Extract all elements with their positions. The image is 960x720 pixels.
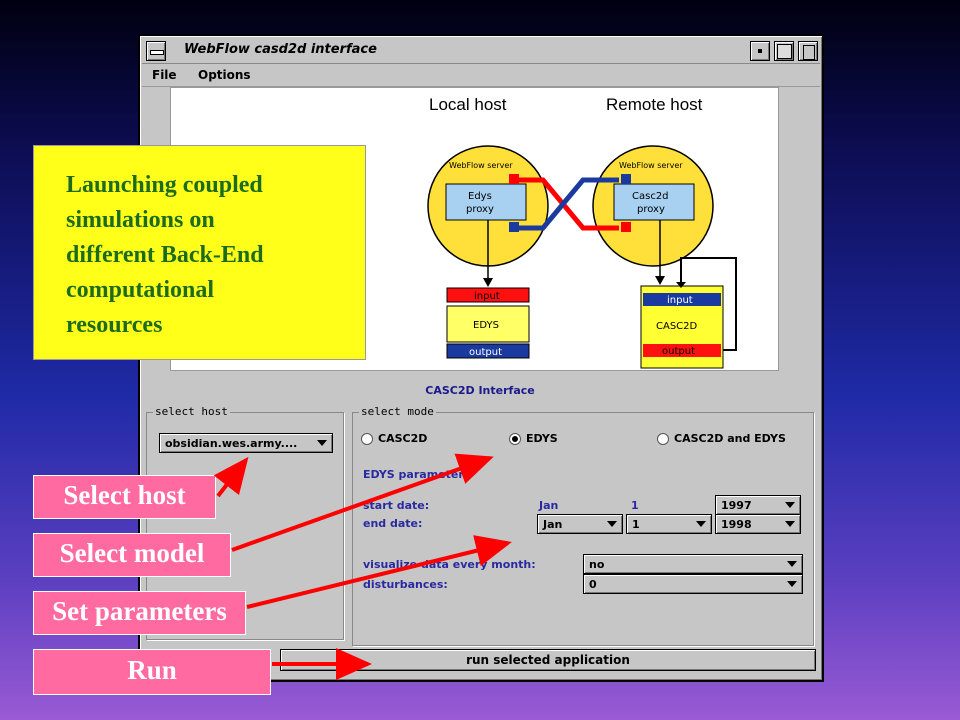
start-month-value: Jan [539, 499, 559, 512]
radio-edys-label: EDYS [526, 432, 558, 445]
start-day-value: 1 [631, 499, 639, 512]
start-year-value: 1997 [721, 499, 752, 512]
casc2d-input-label: input [667, 295, 693, 306]
local-host-heading: Local host [429, 95, 507, 114]
radio-edys-dot[interactable] [509, 432, 521, 445]
radio-both-label: CASC2D and EDYS [674, 432, 786, 445]
note-line-1: Launching coupled [66, 172, 263, 198]
note-line-2: simulations on [66, 207, 215, 233]
port-local-red [509, 174, 519, 184]
edys-proxy-label-2: proxy [466, 204, 494, 215]
edys-model-box [446, 305, 530, 343]
edys-input-label: input [474, 291, 500, 302]
edys-proxy-box [445, 183, 527, 221]
port-local-blue [509, 222, 519, 232]
edys-output-bar [446, 343, 530, 359]
maximize-button[interactable] [774, 41, 794, 61]
window-menu-button[interactable] [146, 41, 166, 61]
chevron-down-icon [787, 561, 797, 567]
menu-file[interactable]: File [152, 68, 177, 82]
visualize-label: visualize data every month: [363, 558, 536, 571]
radio-edys[interactable]: EDYS [509, 432, 558, 445]
chevron-down-icon [787, 581, 797, 587]
feedback-loop [680, 257, 737, 351]
chevron-down-icon [785, 502, 795, 508]
chevron-down-icon [785, 521, 795, 527]
port-remote-blue [621, 174, 631, 184]
callout-select-host: Select host [33, 475, 216, 519]
start-date-label: start date: [363, 499, 430, 512]
minimize-button[interactable] [750, 41, 770, 61]
visualize-value: no [589, 558, 605, 571]
description-note: Launching coupled simulations on differe… [33, 145, 366, 360]
port-remote-red [621, 222, 631, 232]
title-bar[interactable]: WebFlow casd2d interface [142, 38, 820, 64]
host-value: obsidian.wes.army.... [165, 437, 298, 450]
end-day-dropdown[interactable]: 1 [626, 514, 712, 534]
callout-run: Run [33, 649, 271, 695]
casc2d-output-bar [643, 344, 721, 357]
end-day-value: 1 [632, 518, 640, 531]
diagram-graphic: Local host Remote host WebFlow server We… [427, 95, 737, 369]
select-mode-group: select mode CASC2D EDYS CASC2D and EDYS … [352, 405, 814, 646]
menu-options[interactable]: Options [198, 68, 251, 82]
casc2d-proxy-label-1: Casc2d [632, 191, 669, 202]
local-server-label: WebFlow server [449, 161, 513, 170]
radio-both[interactable]: CASC2D and EDYS [657, 432, 786, 445]
run-application-button[interactable]: run selected application [280, 649, 816, 671]
casc2d-proxy-box [613, 183, 695, 221]
window-title: WebFlow casd2d interface [184, 42, 377, 57]
callout-select-model: Select model [33, 533, 231, 577]
select-host-title: select host [153, 405, 230, 418]
radio-casc2d[interactable]: CASC2D [361, 432, 427, 445]
casc2d-input-bar [643, 293, 721, 306]
edys-output-label: output [469, 347, 502, 358]
callout-set-parameters: Set parameters [33, 591, 246, 635]
end-year-dropdown[interactable]: 1998 [715, 514, 801, 534]
restore-button[interactable] [798, 41, 818, 61]
edys-params-heading: EDYS parameters [363, 468, 471, 481]
note-line-5: resources [66, 312, 163, 338]
edys-model-label: EDYS [473, 320, 499, 331]
remote-host-heading: Remote host [606, 95, 703, 114]
edys-proxy-label-1: Edys [468, 191, 492, 202]
edys-input-bar [446, 287, 530, 303]
diagram-caption: CASC2D Interface [425, 384, 535, 397]
casc2d-output-label: output [662, 346, 695, 357]
end-year-value: 1998 [721, 518, 752, 531]
disturbances-dropdown[interactable]: 0 [583, 574, 803, 594]
chevron-down-icon [696, 521, 706, 527]
radio-casc2d-dot[interactable] [361, 432, 373, 445]
note-line-4: computational [66, 277, 215, 303]
radio-casc2d-label: CASC2D [378, 432, 428, 445]
chevron-down-icon [607, 521, 617, 527]
link-blue [517, 177, 619, 231]
disturbances-label: disturbances: [363, 578, 448, 591]
host-dropdown[interactable]: obsidian.wes.army.... [159, 433, 333, 453]
end-month-dropdown[interactable]: Jan [537, 514, 623, 534]
casc2d-proxy-label-2: proxy [637, 204, 665, 215]
chevron-down-icon [317, 440, 327, 446]
select-host-group: select host obsidian.wes.army.... [146, 405, 344, 640]
radio-both-dot[interactable] [657, 432, 669, 445]
menu-bar: File Options [142, 65, 820, 87]
visualize-dropdown[interactable]: no [583, 554, 803, 574]
remote-server-label: WebFlow server [619, 161, 683, 170]
disturbances-value: 0 [589, 578, 597, 591]
end-month-value: Jan [543, 518, 563, 531]
note-line-3: different Back-End [66, 242, 264, 268]
start-year-dropdown[interactable]: 1997 [715, 495, 801, 515]
select-mode-title: select mode [359, 405, 436, 418]
casc2d-model-label: CASC2D [656, 321, 698, 332]
end-date-label: end date: [363, 517, 423, 530]
